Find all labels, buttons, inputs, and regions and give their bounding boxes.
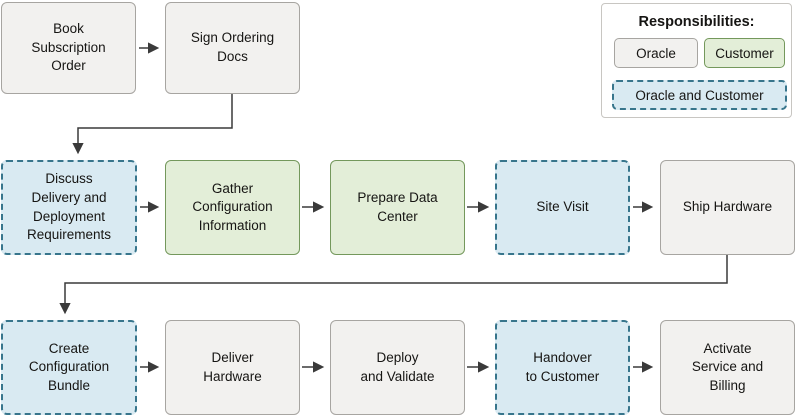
- node-book-subscription-order: Book Subscription Order: [1, 2, 136, 94]
- node-gather-configuration-information: Gather Configuration Information: [165, 160, 300, 255]
- node-handover-to-customer: Handover to Customer: [495, 320, 630, 415]
- node-create-configuration-bundle: Create Configuration Bundle: [1, 320, 137, 415]
- legend: Responsibilities: Oracle Customer Oracle…: [601, 3, 792, 118]
- legend-title: Responsibilities:: [638, 14, 755, 30]
- legend-swatch-customer: Customer: [704, 38, 785, 68]
- legend-swatch-oracle: Oracle: [614, 38, 698, 68]
- arrow-sign-to-discuss: [72, 94, 233, 155]
- node-deploy-and-validate: Deploy and Validate: [330, 320, 465, 415]
- legend-swatch-oracle-and-customer: Oracle and Customer: [612, 80, 787, 110]
- node-ship-hardware: Ship Hardware: [660, 160, 795, 255]
- node-prepare-data-center: Prepare Data Center: [330, 160, 465, 255]
- node-site-visit: Site Visit: [495, 160, 630, 255]
- node-discuss-delivery-deployment-requirements: Discuss Delivery and Deployment Requirem…: [1, 160, 137, 255]
- arrow-ship-to-create: [59, 255, 728, 315]
- node-deliver-hardware: Deliver Hardware: [165, 320, 300, 415]
- node-activate-service-and-billing: Activate Service and Billing: [660, 320, 795, 415]
- node-sign-ordering-docs: Sign Ordering Docs: [165, 2, 300, 94]
